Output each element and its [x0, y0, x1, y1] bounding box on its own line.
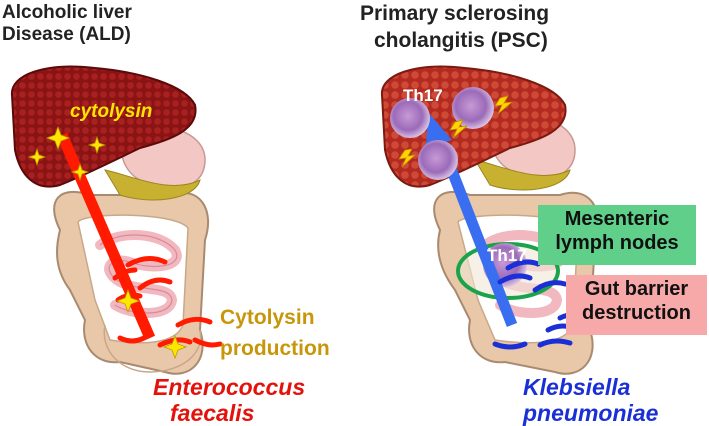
mesenteric-box-line1: Mesenteric: [564, 208, 670, 230]
barrier-box-bg: [566, 275, 707, 335]
left-liver: [10, 65, 197, 188]
cytolysin-label: cytolysin: [70, 101, 153, 122]
ald-title-line2: Disease (ALD): [2, 24, 131, 45]
mesenteric-box-bg: [538, 205, 696, 265]
cytolysin-production-line1: Cytolysin: [220, 306, 315, 329]
klebsiella-label-line1: Klebsiella: [523, 374, 631, 400]
ald-title-line1: Alcoholic liver: [2, 2, 132, 23]
barrier-box-line1: Gut barrier: [584, 278, 689, 300]
enterococcus-label-line2: faecalis: [170, 400, 255, 426]
klebsiella-label-line2: pneumoniae: [523, 400, 659, 426]
barrier-box-line2: destruction: [582, 302, 691, 324]
psc-title-line2: cholangitis (PSC): [374, 29, 548, 52]
liver-th17-cells: [390, 87, 494, 180]
th17-node-label: Th17: [487, 246, 527, 265]
cytolysin-sparkles: [27, 125, 188, 360]
enterococcus-label-line1: Enterococcus: [153, 374, 306, 400]
psc-title-line1: Primary sclerosing: [360, 2, 550, 25]
barrier-box: Gut barrier destruction: [566, 277, 707, 325]
cytolysin-production-line2: production: [220, 337, 330, 360]
left-translocation-arrow: [56, 132, 156, 341]
inflammation-bolts: [398, 95, 514, 168]
mesenteric-box-line2: lymph nodes: [555, 232, 679, 254]
th17-liver-label: Th17: [403, 86, 443, 105]
mesenteric-box: Mesenteric lymph nodes: [538, 207, 696, 255]
